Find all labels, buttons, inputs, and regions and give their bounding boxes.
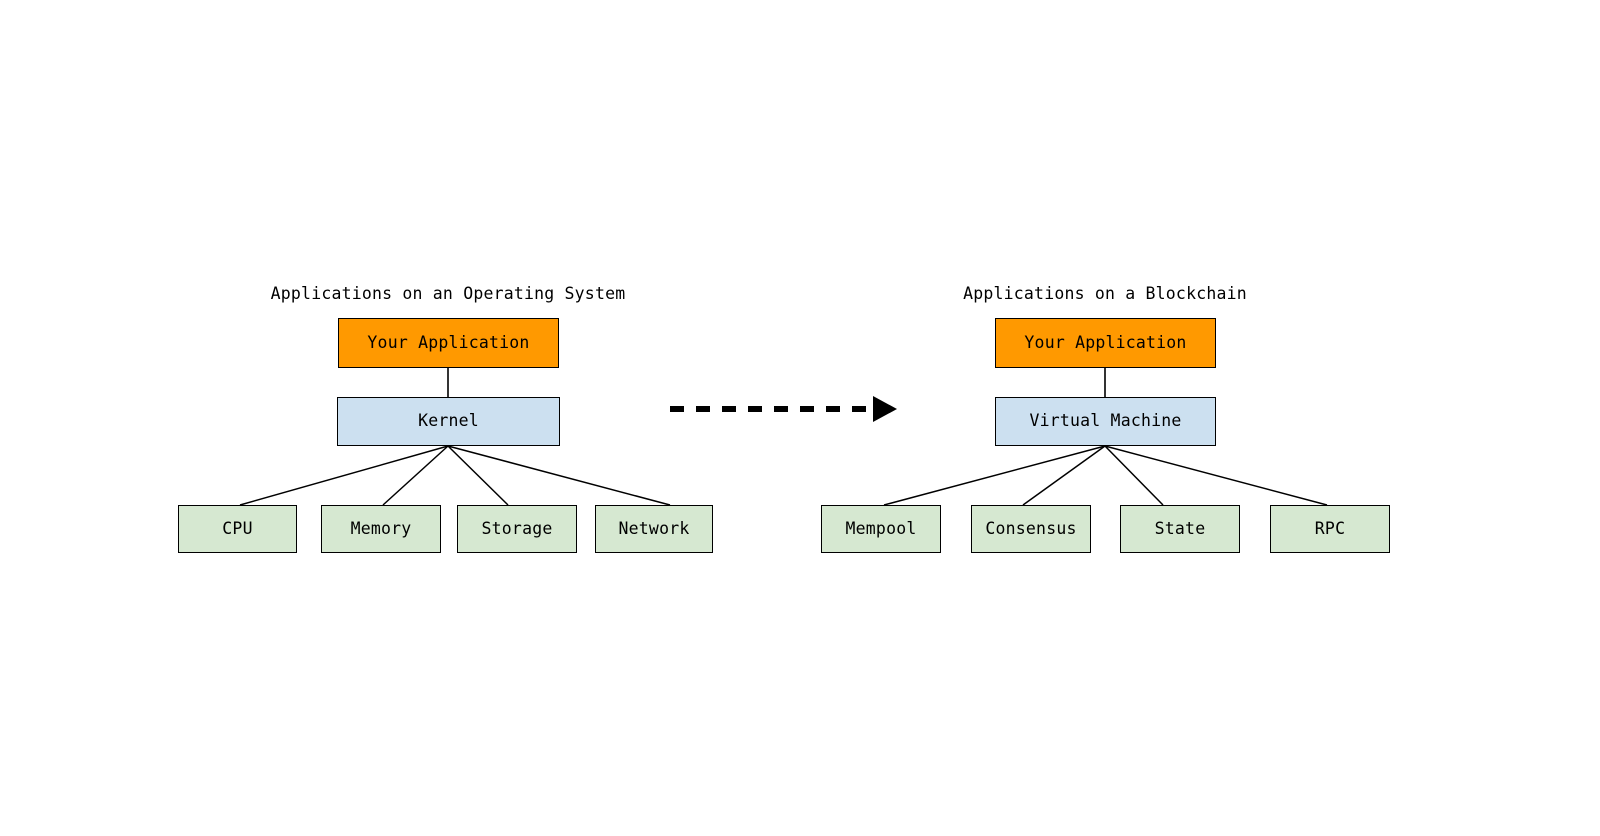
node-leaf-memory[interactable]: Memory xyxy=(321,505,441,553)
node-leaf-rpc[interactable]: RPC xyxy=(1270,505,1390,553)
connector-layer-to-state xyxy=(1104,445,1164,506)
connector-layer-to-network xyxy=(447,445,671,506)
connector-layer-to-memory xyxy=(382,445,449,506)
node-leaf-network[interactable]: Network xyxy=(595,505,713,553)
transition-arrow xyxy=(670,396,897,422)
node-application-operating-system[interactable]: Your Application xyxy=(338,318,559,368)
node-leaf-mempool[interactable]: Mempool xyxy=(821,505,941,553)
node-leaf-consensus[interactable]: Consensus xyxy=(971,505,1091,553)
connector-layer-to-rpc xyxy=(1104,445,1328,506)
connector-layer-to-consensus xyxy=(1022,445,1106,506)
transition-arrow-head-icon xyxy=(873,396,897,422)
node-leaf-storage[interactable]: Storage xyxy=(457,505,577,553)
connector-layer-to-storage xyxy=(447,445,509,506)
node-layer-blockchain[interactable]: Virtual Machine xyxy=(995,397,1216,446)
node-application-blockchain[interactable]: Your Application xyxy=(995,318,1216,368)
connector-layer-to-mempool xyxy=(883,445,1106,506)
group-title-operating-system: Applications on an Operating System xyxy=(270,284,626,303)
node-layer-operating-system[interactable]: Kernel xyxy=(337,397,560,446)
group-title-blockchain: Applications on a Blockchain xyxy=(963,284,1247,303)
connector-layer-to-cpu xyxy=(239,445,449,506)
node-leaf-state[interactable]: State xyxy=(1120,505,1240,553)
node-leaf-cpu[interactable]: CPU xyxy=(178,505,297,553)
